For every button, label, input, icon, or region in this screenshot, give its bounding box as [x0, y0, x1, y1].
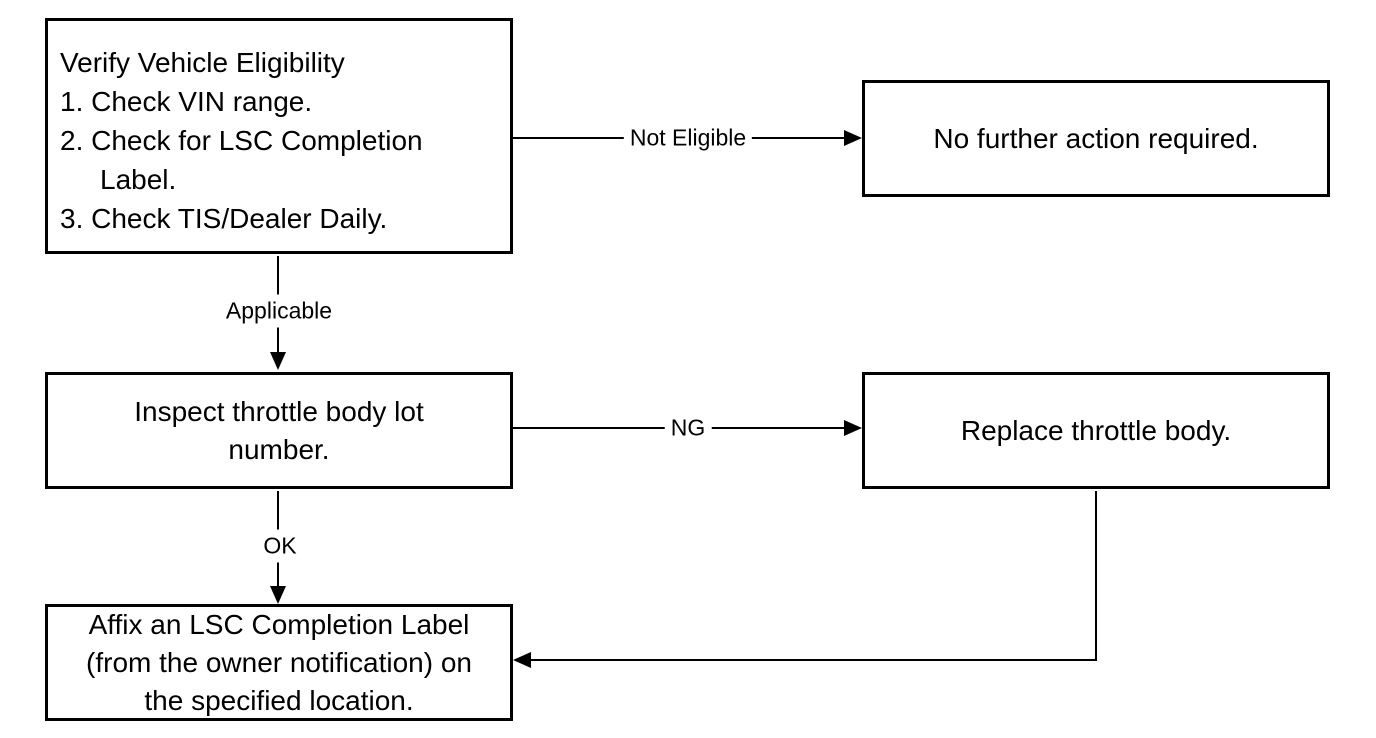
node-text-line: Inspect throttle body lot — [134, 395, 424, 427]
edge-label-applicable: Applicable — [219, 294, 339, 328]
node-text-line: 2. Check for LSC Completion — [60, 125, 423, 156]
arrowhead-left-icon — [513, 652, 531, 668]
edge-label-ok: OK — [257, 529, 303, 563]
node-text-line: number. — [228, 433, 330, 465]
node-text-line: Replace throttle body. — [960, 414, 1232, 446]
node-verify-vehicle-eligibility: Verify Vehicle Eligibility 1. Check VIN … — [45, 18, 513, 254]
node-text-line: Label. — [100, 164, 177, 195]
node-text-line: No further action required. — [933, 122, 1259, 154]
node-no-further-action: No further action required. — [862, 80, 1330, 197]
node-text-line: (from the owner notification) on — [86, 646, 472, 678]
arrowhead-down-icon — [270, 352, 286, 370]
arrowhead-right-icon — [844, 420, 862, 436]
connector-replace-to-affix-vertical — [1095, 491, 1097, 661]
connector-replace-to-affix-horizontal — [531, 659, 1097, 661]
node-text-line: the specified location. — [144, 684, 414, 716]
node-text-line: Verify Vehicle Eligibility — [60, 47, 345, 78]
node-text-line: 3. Check TIS/Dealer Daily. — [60, 203, 388, 234]
arrowhead-right-icon — [844, 130, 862, 146]
node-affix-lsc-label: Affix an LSC Completion Label (from the … — [45, 604, 513, 721]
node-replace-throttle-body: Replace throttle body. — [862, 372, 1330, 489]
arrowhead-down-icon — [270, 586, 286, 604]
node-inspect-throttle-body: Inspect throttle body lot number. — [45, 372, 513, 489]
node-text-line: Affix an LSC Completion Label — [88, 608, 470, 640]
edge-label-not-eligible: Not Eligible — [623, 121, 753, 155]
node-text-line: 1. Check VIN range. — [60, 86, 313, 117]
edge-label-ng: NG — [664, 411, 712, 445]
